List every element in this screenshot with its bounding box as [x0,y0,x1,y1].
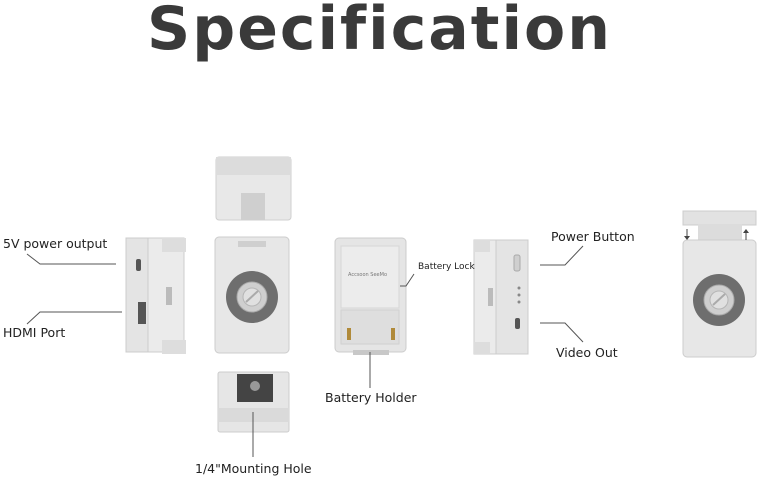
device-front-view [214,236,290,354]
device-back-view: Accsoon SeeMo [334,237,407,355]
label-mounting-hole: 1/4"Mounting Hole [195,461,312,476]
device-top-view [215,156,292,221]
device-mounted-view [682,210,757,358]
device-bottom-view [217,371,290,433]
label-power-button: Power Button [551,229,635,244]
label-video-out: Video Out [556,345,618,360]
page-title: Specification [147,0,612,64]
label-battery-holder: Battery Holder [325,390,417,405]
label-battery-lock: Battery Lock [418,262,475,272]
device-right-side-view [473,239,529,355]
leader-lines [26,245,584,457]
label-5v-power-output: 5V power output [3,236,108,251]
label-hdmi-port: HDMI Port [3,325,66,340]
device-left-side-view [125,237,186,354]
svg-text:Accsoon SeeMo: Accsoon SeeMo [348,272,387,278]
